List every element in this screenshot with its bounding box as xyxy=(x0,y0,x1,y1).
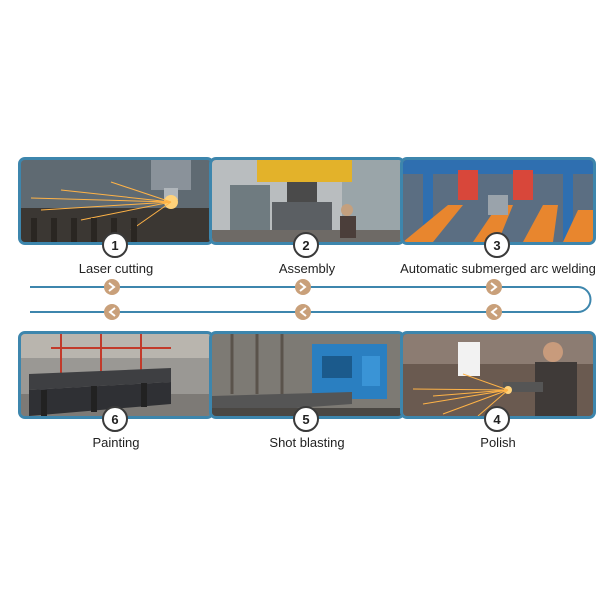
step-number-badge: 4 xyxy=(484,406,510,432)
arrow-left-icon xyxy=(295,304,311,320)
step-number-badge: 1 xyxy=(102,232,128,258)
step-label: Automatic submerged arc welding xyxy=(400,261,596,276)
arrow-right-icon xyxy=(486,279,502,295)
step-number-badge: 6 xyxy=(102,406,128,432)
step-number-badge: 2 xyxy=(293,232,319,258)
arrow-right-icon xyxy=(104,279,120,295)
flow-turn-curve xyxy=(577,286,592,313)
welding-machine-photo xyxy=(400,157,596,245)
shot-blasting-photo xyxy=(209,331,405,419)
polish-photo xyxy=(400,331,596,419)
arrow-left-icon xyxy=(104,304,120,320)
arrow-left-icon xyxy=(486,304,502,320)
step-label: Assembly xyxy=(278,261,336,276)
arrow-right-icon xyxy=(295,279,311,295)
step-number-badge: 5 xyxy=(293,406,319,432)
step-number-badge: 3 xyxy=(484,232,510,258)
assembly-photo xyxy=(209,157,405,245)
step-label: Polish xyxy=(480,435,516,450)
step-label: Shot blasting xyxy=(269,435,345,450)
step-label: Laser cutting xyxy=(78,261,154,276)
step-label: Painting xyxy=(92,435,140,450)
